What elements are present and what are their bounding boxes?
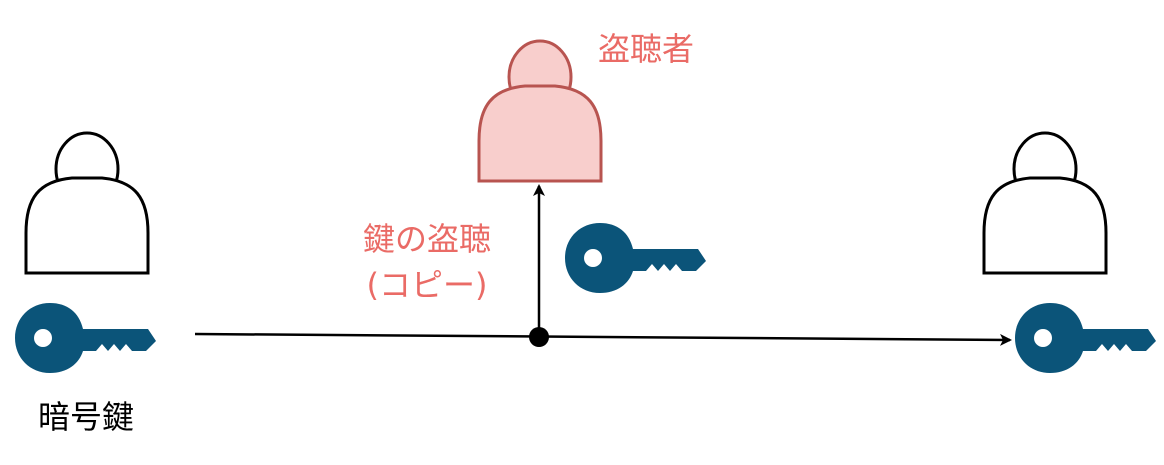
sender-person-icon <box>24 131 150 275</box>
sender-key-label: 暗号鍵 <box>38 398 135 436</box>
interception-label: 鍵の盗聴 (コピー) <box>363 216 491 308</box>
interception-label-line1: 鍵の盗聴 <box>363 220 492 258</box>
copied-key-icon <box>565 223 706 293</box>
receiver-key-icon <box>1015 303 1156 373</box>
receiver-person-icon <box>982 131 1108 275</box>
eavesdropper-person-icon <box>477 39 603 183</box>
junction-dot <box>529 327 549 347</box>
sender-key-icon <box>15 303 156 373</box>
transmission-arrow <box>194 332 1012 346</box>
eavesdropper-label: 盗聴者 <box>598 30 695 68</box>
interception-label-line2: (コピー) <box>366 266 488 304</box>
